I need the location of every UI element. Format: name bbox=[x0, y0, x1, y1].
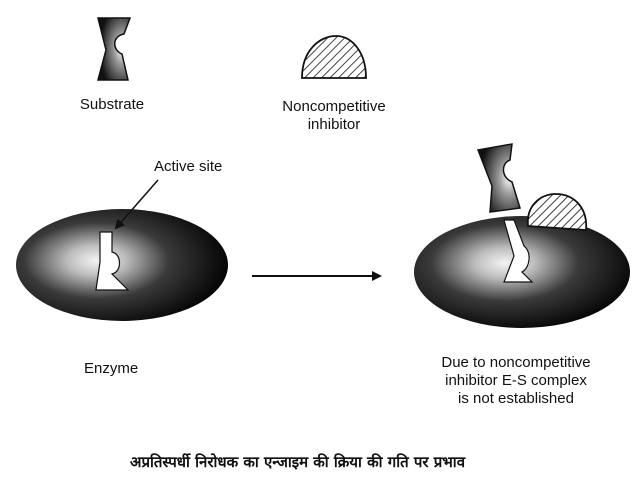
result-label-line3: is not established bbox=[458, 390, 574, 407]
result-label: Due to noncompetitive inhibitor E-S comp… bbox=[441, 354, 590, 408]
inhibitor-label: Noncompetitive inhibitor bbox=[282, 98, 385, 134]
enzyme-right bbox=[414, 216, 630, 328]
inhibitor-shape bbox=[301, 35, 367, 79]
enzyme-left bbox=[16, 209, 228, 321]
active-site-pointer bbox=[114, 179, 159, 230]
figure-caption: अप्रतिस्पर्धी निरोधक का एन्जाइम की क्रिय… bbox=[130, 453, 466, 471]
substrate-label: Substrate bbox=[79, 96, 145, 113]
result-label-line1: Due to noncompetitive bbox=[441, 354, 591, 371]
bound-inhibitor bbox=[527, 193, 587, 231]
inhibitor-label-line2: inhibitor bbox=[307, 116, 361, 133]
inhibitor-label-line1: Noncompetitive bbox=[282, 98, 386, 115]
active-site-label: Active site bbox=[154, 158, 223, 175]
substrate-shape bbox=[97, 17, 132, 81]
substrate-unbound bbox=[476, 143, 521, 213]
enzyme-label: Enzyme bbox=[84, 360, 139, 377]
result-label-line2: inhibitor E-S complex bbox=[445, 372, 587, 389]
